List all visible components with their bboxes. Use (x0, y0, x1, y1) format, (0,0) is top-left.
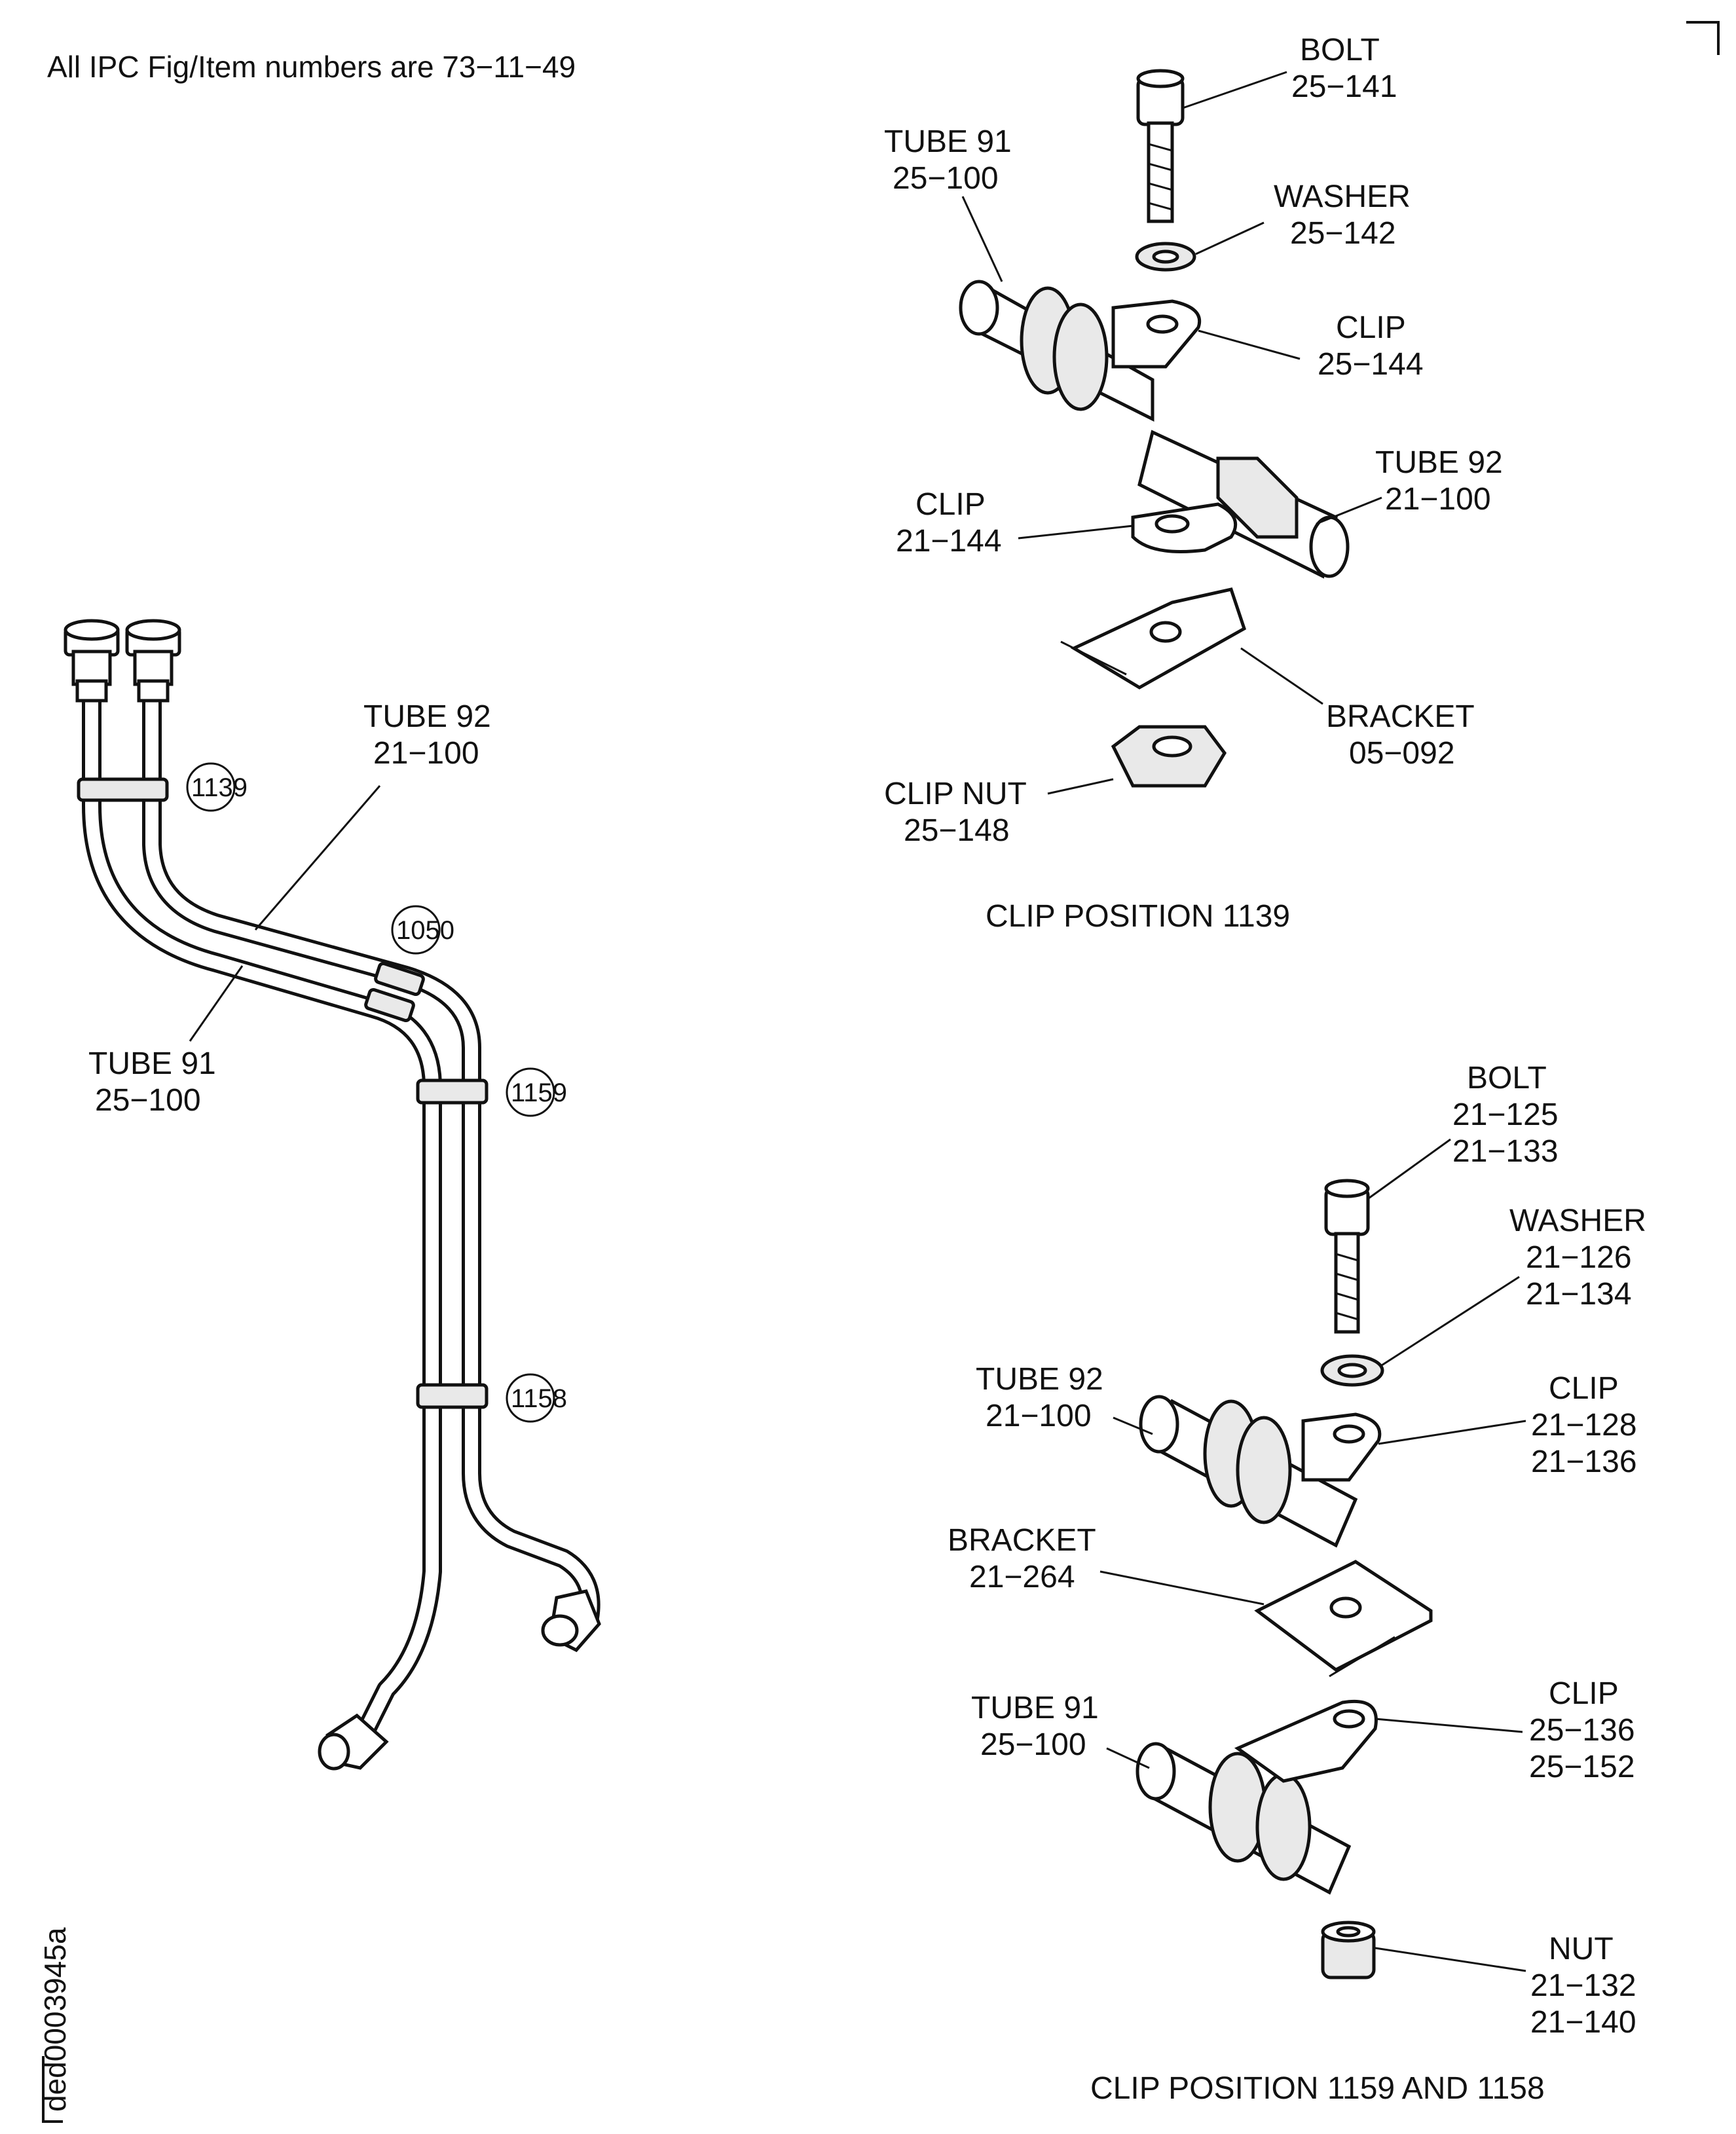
label-tube92-1159: TUBE 92 (976, 1362, 1103, 1397)
leader-bolt-1139 (1182, 71, 1287, 109)
nut-21-132 (1321, 1921, 1376, 1979)
num-tube91-1159: 25−100 (980, 1727, 1086, 1762)
label-tube91-1139: TUBE 91 (884, 124, 1012, 159)
overview-tube91-name: TUBE 91 (88, 1046, 216, 1081)
num-clip-low-1139: 21−144 (896, 524, 1002, 559)
title-clip-position-1159-1158: CLIP POSITION 1159 AND 1158 (1090, 2071, 1545, 2106)
bolt-21-125 (1324, 1179, 1370, 1334)
num1-bolt-1159: 21−125 (1452, 1097, 1559, 1132)
header-note: All IPC Fig/Item numbers are 73−11−49 (47, 50, 576, 84)
label-washer-1159: WASHER (1509, 1204, 1646, 1238)
leader-tube92-1139 (1316, 496, 1382, 525)
leader-tube91-1159 (1106, 1747, 1150, 1769)
label-tube91-1159: TUBE 91 (971, 1691, 1099, 1725)
overview-tube92-num: 21−100 (373, 736, 479, 771)
leader-clip-top-1139 (1198, 329, 1301, 360)
crop-mark-bottom-left (42, 2056, 63, 2123)
leader-tube92-1159 (1113, 1416, 1153, 1435)
leader-clipnut-1139 (1047, 778, 1114, 795)
num1-clip-low-1159: 25−136 (1529, 1713, 1635, 1748)
num1-washer-1159: 21−126 (1526, 1240, 1632, 1275)
leader-tube91-1139 (961, 196, 1003, 282)
leader-bracket-1159 (1099, 1570, 1265, 1606)
num-bolt-1139: 25−141 (1291, 69, 1397, 104)
leader-clip-top-1159 (1378, 1420, 1526, 1445)
clip-block-1159 (416, 1078, 489, 1105)
num2-clip-low-1159: 25−152 (1529, 1750, 1635, 1784)
clip-nut-25-148 (1111, 725, 1227, 788)
tube-92-bottom-fitting (541, 1589, 601, 1653)
label-bracket-1159: BRACKET (948, 1523, 1096, 1558)
leader-clip-low-1139 (1018, 524, 1134, 540)
label-nut-1159: NUT (1549, 1932, 1614, 1966)
leader-nut-1159 (1375, 1947, 1526, 1972)
document-id: ded0003945a (38, 1927, 72, 2112)
label-clip-low-1159: CLIP (1549, 1676, 1619, 1711)
clip-block-1158 (416, 1383, 489, 1409)
leader-overview-tube92 (254, 785, 381, 930)
crop-mark-top-right (1686, 21, 1720, 55)
position-bubble-1050: 1050 (391, 905, 454, 955)
tube-92-line (142, 665, 600, 1627)
position-bubble-1139: 1139 (186, 762, 248, 812)
clip-block-1050b (364, 987, 415, 1023)
num-washer-1139: 25−142 (1290, 216, 1396, 251)
tube-92-detail-top (1131, 430, 1350, 579)
detail-clip-position-1139: BOLT 25−141 WASHER 25−142 TUBE 91 25−100… (884, 33, 1503, 934)
label-clipnut-1139: CLIP NUT (884, 777, 1027, 811)
leader-washer-1139 (1195, 221, 1265, 255)
position-bubble-1158: 1158 (506, 1373, 567, 1423)
leader-bolt-1159 (1368, 1138, 1451, 1200)
title-clip-position-1139: CLIP POSITION 1139 (986, 899, 1290, 934)
overview-assembly: 1139 1050 1159 1158 TUBE 92 21−100 TUBE … (64, 619, 601, 1771)
label-bolt-1139: BOLT (1300, 33, 1380, 67)
leader-clip-low-1159 (1375, 1718, 1523, 1733)
overview-tube92-name: TUBE 92 (363, 699, 491, 734)
num-tube91-1139: 25−100 (893, 161, 999, 196)
num1-clip-top-1159: 21−128 (1531, 1408, 1637, 1443)
leader-washer-1159 (1381, 1276, 1520, 1367)
tube-91-top-fitting (64, 619, 120, 703)
label-bolt-1159: BOLT (1467, 1061, 1547, 1095)
tube-91-bottom-fitting (318, 1713, 389, 1771)
detail-clip-position-1159-1158: BOLT 21−125 21−133 WASHER 21−126 21−134 … (948, 1061, 1646, 2106)
tube-91-detail-bottom (1136, 1699, 1378, 1895)
label-bracket-1139: BRACKET (1326, 699, 1475, 734)
num1-nut-1159: 21−132 (1530, 1968, 1636, 2003)
overview-tube91-num: 25−100 (95, 1083, 201, 1118)
svg-text:1158: 1158 (511, 1384, 567, 1413)
tube-91-detail-top (959, 280, 1201, 422)
leader-overview-tube91 (189, 965, 244, 1042)
svg-text:1139: 1139 (191, 773, 248, 802)
clip-block-1050 (374, 961, 425, 997)
svg-text:1159: 1159 (511, 1078, 567, 1107)
bolt-25-141 (1136, 69, 1185, 223)
label-clip-low-1139: CLIP (915, 487, 986, 522)
num2-washer-1159: 21−134 (1526, 1277, 1632, 1312)
label-washer-1139: WASHER (1274, 179, 1411, 214)
num-clip-top-1139: 25−144 (1318, 347, 1424, 382)
leader-bracket-1139 (1240, 647, 1323, 705)
label-tube92-1139: TUBE 92 (1375, 445, 1503, 480)
num-clipnut-1139: 25−148 (904, 813, 1010, 848)
svg-text:1050: 1050 (396, 916, 454, 945)
tube-92-top-fitting (125, 619, 181, 703)
num-bracket-1159: 21−264 (969, 1560, 1075, 1594)
num-tube92-1159: 21−100 (986, 1399, 1092, 1433)
position-bubble-1159: 1159 (506, 1067, 567, 1117)
bracket-05-092 (1060, 587, 1247, 690)
num2-nut-1159: 21−140 (1530, 2005, 1636, 2040)
num-bracket-1139: 05−092 (1349, 736, 1455, 771)
label-clip-top-1139: CLIP (1336, 310, 1406, 345)
num2-clip-top-1159: 21−136 (1531, 1444, 1637, 1479)
label-clip-top-1159: CLIP (1549, 1371, 1619, 1406)
num-tube92-1139: 21−100 (1385, 482, 1491, 517)
clip-block-1139 (77, 777, 169, 802)
tube-92-detail-bottom (1139, 1395, 1382, 1548)
bracket-21-264 (1254, 1560, 1433, 1678)
num2-bolt-1159: 21−133 (1452, 1134, 1559, 1169)
